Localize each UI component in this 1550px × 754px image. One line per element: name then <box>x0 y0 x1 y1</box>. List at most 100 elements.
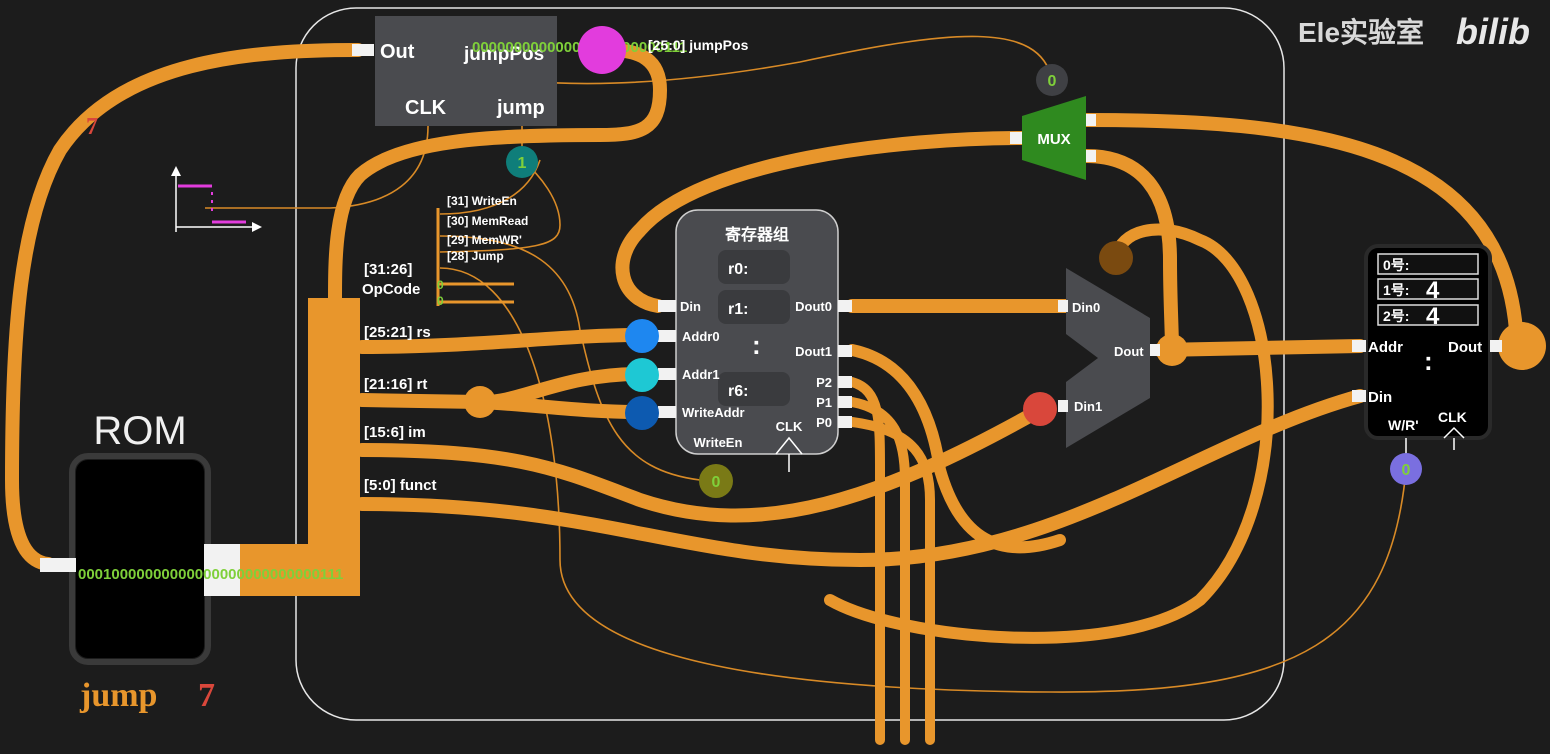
jumppos-bus-label: [25:0] jumpPos <box>648 37 749 53</box>
field-im: [15:6] im <box>364 424 426 441</box>
ram-clk-label: CLK <box>1438 409 1467 425</box>
pc-block <box>375 16 557 126</box>
probe-write-en <box>699 464 733 498</box>
alu-dout-port <box>1150 344 1160 356</box>
mux-out-port-1 <box>1086 114 1096 126</box>
watermark-site: bilib <box>1456 11 1530 52</box>
ram-addr-label: Addr <box>1368 339 1403 356</box>
ram-ellipsis: : <box>1424 346 1433 376</box>
control-mem-read: [30] MemRead <box>447 214 528 228</box>
pc-clk-label: CLK <box>405 97 447 119</box>
probe-write-en-value: 0 <box>712 474 721 491</box>
reg-r6-box <box>718 372 790 406</box>
cpu-boundary <box>295 7 1285 721</box>
field-rs: [25:21] rs <box>364 324 431 341</box>
regfile-port-din: Din <box>680 299 701 314</box>
mux-select-probe <box>1036 64 1068 96</box>
ram-din-label: Din <box>1368 389 1392 406</box>
reg-r1-box <box>718 290 790 324</box>
mux-block <box>1022 96 1086 180</box>
ram-addr-port <box>1352 340 1366 352</box>
rom-in-port <box>40 558 76 572</box>
regfile-port-writeaddr: WriteAddr <box>682 405 745 420</box>
probe-addr1 <box>625 358 659 392</box>
jump-signal-value: 1 <box>518 155 527 172</box>
alu-din0-label: Din0 <box>1072 300 1100 315</box>
ram-dout-port <box>1490 340 1502 352</box>
control-write-en: [31] WriteEn <box>447 194 517 208</box>
clock-waveform <box>171 166 262 232</box>
control-mem-wr: [29] MemWR' <box>447 233 522 247</box>
jump-signal-probe <box>506 146 538 178</box>
regfile-title: 寄存器组 <box>725 225 789 244</box>
regfile-port-p2: P2 <box>816 375 832 390</box>
regfile-write-en-label: WriteEn <box>694 435 743 450</box>
pc-out-value: 7 <box>86 114 98 140</box>
ram-row-0-label: 0号: <box>1383 257 1409 273</box>
regfile-port-p0: P0 <box>816 415 832 430</box>
alu-din0-port <box>1058 300 1068 312</box>
field-opcode-label: OpCode <box>362 281 420 298</box>
ram-clk-triangle <box>1443 426 1465 439</box>
regfile-port-dout0: Dout0 <box>795 299 832 314</box>
alu-op-probe <box>1099 241 1133 275</box>
ram-row-1-label: 1号: <box>1383 282 1409 298</box>
control-bit-1: 0 <box>437 294 444 308</box>
regfile-input-ports <box>658 300 676 418</box>
pc-out-label: Out <box>380 41 415 63</box>
regfile-port-p1: P1 <box>816 395 832 410</box>
ram-row-2 <box>1377 304 1479 326</box>
rom-out-port <box>204 544 240 596</box>
rom-instruction-name: jump <box>79 677 157 714</box>
wire-junction-dout <box>1156 334 1188 366</box>
ram-row-0 <box>1377 253 1479 275</box>
mux-label: MUX <box>1037 131 1070 148</box>
pc-jump-label: jump <box>496 97 545 119</box>
ram-wr-probe <box>1390 453 1422 485</box>
alu-din1-probe <box>1023 392 1057 426</box>
regfile-port-addr1: Addr1 <box>682 367 720 382</box>
field-funct: [5:0] funct <box>364 477 437 494</box>
field-opcode-range: [31:26] <box>364 261 412 278</box>
mux-in-port <box>1010 132 1022 144</box>
reg-r0-box <box>718 250 790 284</box>
mux-select-value: 0 <box>1048 73 1057 90</box>
probe-addr0 <box>625 319 659 353</box>
pc-out-port <box>352 44 374 56</box>
rom-title: ROM <box>93 409 186 453</box>
alu-din1-port <box>1058 400 1068 412</box>
ram-row-1 <box>1377 278 1479 300</box>
regfile-clk-label: CLK <box>776 419 803 434</box>
reg-r0: r0: <box>728 261 748 278</box>
probe-writeaddr <box>625 396 659 430</box>
wire-junction-rt <box>464 386 496 418</box>
regfile-clk-triangle <box>775 436 803 455</box>
wire-junction-ram-dout <box>1498 322 1546 370</box>
control-bit-0: 0 <box>437 278 444 292</box>
rom-block <box>76 460 204 658</box>
alu-block <box>1066 268 1150 448</box>
reg-r1: r1: <box>728 301 748 318</box>
pc-jumppos-label: jumpPos <box>463 44 544 65</box>
ram-row-1-value: 4 <box>1426 277 1440 304</box>
rom-instruction-bits: 00010000000000000000000000000111 <box>78 566 343 583</box>
ram-wr-value: 0 <box>1402 462 1411 479</box>
regfile-ellipsis: : <box>752 330 761 360</box>
rom-instruction-value: 7 <box>198 677 215 714</box>
ram-wr-label: W/R' <box>1388 417 1419 433</box>
orange-bus-wires <box>4 43 1523 745</box>
ram-din-port <box>1352 390 1366 402</box>
instruction-bus <box>240 298 360 596</box>
ram-row-2-value: 4 <box>1426 303 1440 330</box>
alu-dout-label: Dout <box>1114 344 1144 359</box>
control-jump: [28] Jump <box>447 249 504 263</box>
watermark-channel: Ele实验室 <box>1298 16 1424 48</box>
reg-r6: r6: <box>728 383 748 400</box>
regfile-port-dout1: Dout1 <box>795 344 832 359</box>
mux-out-port-2 <box>1086 150 1096 162</box>
ram-row-2-label: 2号: <box>1383 308 1409 324</box>
regfile-port-addr0: Addr0 <box>682 329 720 344</box>
jumppos-probe <box>578 26 626 74</box>
field-rt: [21:16] rt <box>364 376 427 393</box>
